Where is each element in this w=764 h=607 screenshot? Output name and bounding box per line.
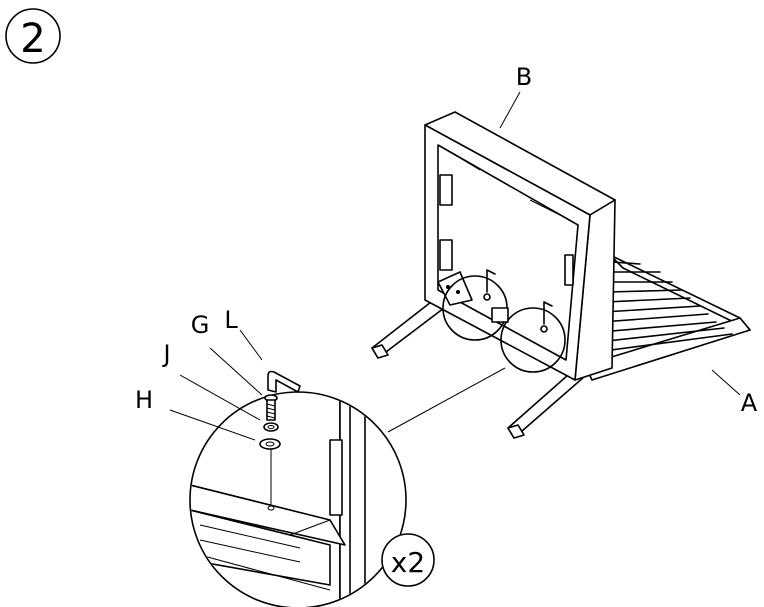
seat-slats	[595, 261, 733, 353]
quantity-badge-text: x2	[391, 546, 425, 579]
spring-washer-icon	[263, 422, 279, 432]
callout-lines	[169, 91, 741, 441]
zoom-leader-line	[387, 367, 506, 433]
step-indicator: 2	[5, 8, 61, 64]
detail-circle-right	[500, 307, 566, 373]
backrest-part-b	[424, 111, 616, 381]
label-a: A	[741, 389, 758, 417]
label-g: G	[191, 311, 210, 339]
hardware-parts	[259, 370, 301, 450]
allen-key-icon	[267, 370, 301, 393]
label-b: B	[516, 63, 532, 91]
step-circle	[5, 8, 61, 64]
flat-washer-icon	[259, 438, 281, 450]
label-l: L	[224, 306, 238, 334]
label-j: J	[161, 340, 170, 368]
quantity-badge-circle	[381, 533, 435, 587]
step-number: 2	[20, 16, 45, 62]
label-h: H	[135, 386, 153, 414]
zoom-detail: x2	[189, 391, 435, 607]
bolt-icon	[264, 394, 278, 421]
part-labels: L G J H B A	[135, 63, 758, 417]
